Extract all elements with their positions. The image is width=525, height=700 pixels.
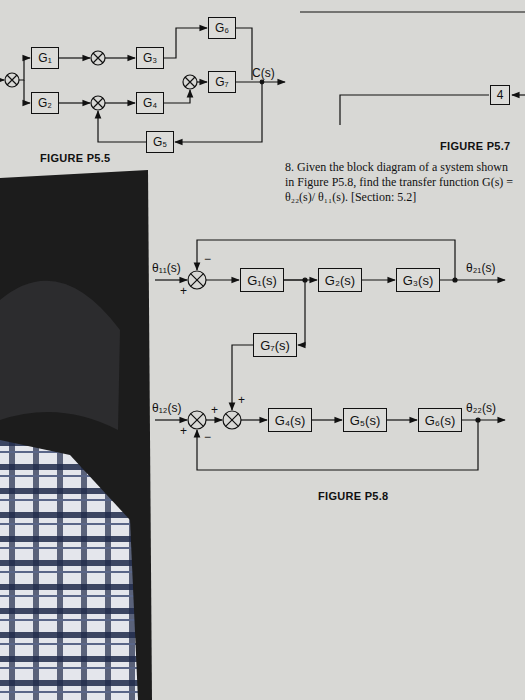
wire (19, 58, 30, 80)
junction-dot (453, 278, 457, 282)
block-label: 4 (497, 88, 504, 102)
figure-caption: FIGURE P5.5 (40, 152, 111, 165)
dark-background (0, 170, 152, 700)
signal-arrow (362, 279, 395, 280)
transfer-block: G₆(s) (418, 408, 462, 432)
block-label: G₄ (143, 96, 157, 110)
block-label: G₁ (38, 51, 51, 65)
transfer-block: G₇ (208, 71, 236, 93)
wire (232, 345, 253, 410)
summing-junction (188, 411, 206, 429)
wire (206, 279, 239, 280)
sign-mark: + (211, 403, 218, 417)
transfer-block: G₄ (136, 92, 164, 114)
summing-junction (183, 75, 197, 89)
block-label: G₅(s) (350, 413, 381, 428)
block-label: G₆ (215, 21, 229, 35)
transfer-block: G₅(s) (343, 408, 387, 432)
transfer-block: G₃ (136, 47, 164, 69)
wire (98, 111, 146, 142)
wire (59, 102, 90, 103)
wire (185, 77, 195, 87)
wire (0, 79, 4, 80)
transfer-block: G₃(s) (396, 268, 440, 292)
block-label: G₇ (215, 75, 228, 89)
summing-junction (223, 411, 241, 429)
sign-mark: − (204, 430, 211, 444)
wire (59, 57, 90, 58)
wire (155, 279, 187, 280)
wire (462, 419, 505, 420)
transfer-block: G₄(s) (268, 408, 312, 432)
summing-junction (5, 73, 19, 87)
wire (340, 95, 489, 125)
signal-name: θ₁₁(s) (152, 261, 181, 275)
transfer-block: G₁(s) (240, 268, 284, 292)
sign-mark: + (238, 393, 245, 407)
block-label: G₄(s) (275, 413, 306, 428)
wire (7, 75, 17, 85)
block-label: G₃(s) (403, 273, 434, 288)
figure-p5-5-wires (0, 28, 285, 142)
summing-junction (91, 96, 105, 110)
wire (236, 28, 252, 80)
signal-name: θ₁₂(s) (152, 401, 181, 415)
wire (155, 419, 187, 420)
junction-dot (260, 80, 264, 84)
figure-caption: FIGURE P5.8 (318, 490, 389, 503)
wire (226, 414, 239, 427)
transfer-block: G₆ (208, 17, 236, 39)
block-label: G₇(s) (260, 338, 290, 353)
transfer-block: G₂(s) (318, 268, 362, 292)
junction-dot (476, 418, 480, 422)
seat-shade (0, 281, 120, 430)
wire (512, 94, 525, 95)
wire (164, 28, 207, 58)
sign-mark: + (180, 284, 187, 298)
plaid-cloth (0, 440, 138, 700)
block-label: G₃ (143, 51, 157, 65)
wire (241, 419, 267, 420)
wire (191, 274, 204, 287)
summing-junction (91, 51, 105, 65)
wire (24, 80, 30, 103)
signal-name: θ₂₂(s) (466, 401, 496, 415)
sign-mark: + (180, 424, 187, 438)
block-label: G₂(s) (325, 273, 355, 288)
wire (191, 414, 204, 427)
sign-mark: − (204, 252, 211, 266)
block-label: G₅ (153, 135, 167, 149)
block-label: G₂ (38, 96, 52, 110)
signal-name: C(s) (252, 66, 275, 80)
block-label: G₁(s) (247, 273, 277, 288)
transfer-block: G₂ (31, 92, 59, 114)
transfer-block: 4 (490, 85, 510, 105)
figure-caption: FIGURE P5.7 (440, 140, 511, 153)
wire (300, 11, 525, 12)
wire (93, 98, 103, 108)
wire (440, 279, 505, 280)
wire (93, 53, 103, 63)
transfer-block: G₇(s) (253, 333, 297, 357)
wire (164, 90, 190, 103)
wire (197, 81, 207, 82)
signal-arrow (387, 419, 417, 420)
transfer-block: G₅ (146, 131, 174, 153)
wire (105, 57, 135, 58)
problem-text: 8. Given the block diagram of a system s… (285, 160, 517, 205)
signal-arrow (312, 419, 342, 420)
wire (206, 419, 222, 420)
figure-p5-8-wires (155, 240, 505, 470)
wire (105, 102, 135, 103)
summing-junction (188, 271, 206, 289)
transfer-block: G₁ (31, 47, 59, 69)
signal-name: θ₂₁(s) (466, 261, 495, 275)
block-label: G₆(s) (425, 413, 456, 428)
figure-p5-7-wires (300, 12, 525, 125)
